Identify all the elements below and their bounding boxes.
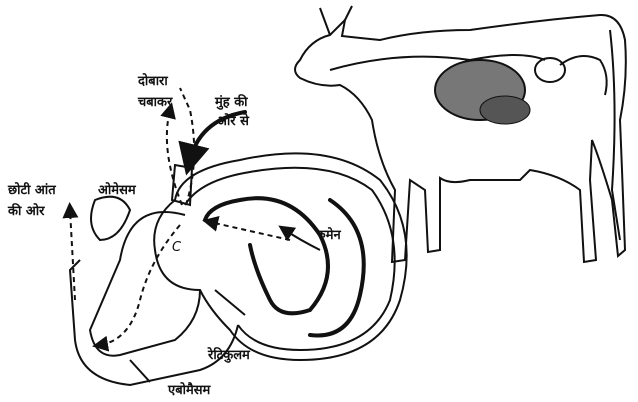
label-omasum: ओमेसम [98, 183, 136, 198]
label-from-mouth-2: ओर से [217, 114, 249, 129]
label-from-mouth-1: मुंह की [215, 95, 248, 110]
label-rechew-2: चबाकर [138, 95, 173, 110]
label-rumen: रुमेन [318, 228, 341, 243]
cow-illustration [294, 5, 627, 264]
label-reticulum: रेटिकुलम [208, 348, 250, 363]
label-abomasum: एबोमैसम [168, 383, 211, 398]
label-small-intestine-1: छोटी आंत [8, 183, 56, 198]
label-c-mark: C [172, 240, 182, 255]
stomach-cross-section [62, 87, 408, 387]
label-rechew-1: दोबारा [138, 74, 168, 89]
label-small-intestine-2: की ओर [8, 204, 45, 219]
